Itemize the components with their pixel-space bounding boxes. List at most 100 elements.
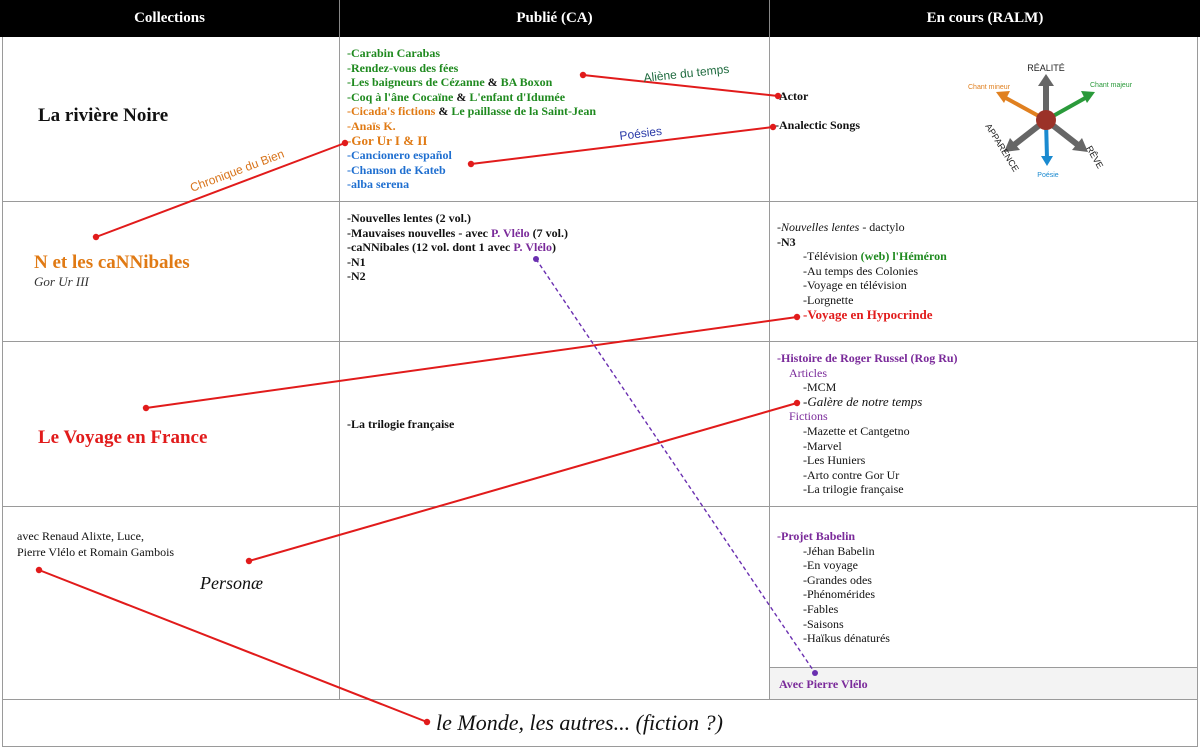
list-item: -Mazette et Cantgetno (803, 423, 910, 438)
text: (web) l'Héméron (860, 249, 947, 264)
list-item: -Rendez-vous des fées (347, 60, 459, 75)
list-item: -Anaïs K. (347, 118, 396, 133)
list-item: -Voyage en télévision (803, 278, 907, 293)
list-item: -Haïkus dénaturés (803, 631, 890, 646)
list-item: -caNNibales (12 vol. dont 1 avec P. Vlél… (347, 240, 568, 255)
list-item: -Mauvaises nouvelles - avec P. Vlélo (7 … (347, 226, 568, 241)
header-divider-1 (339, 0, 340, 37)
compass-diagram: RÉALITÉ Chant mineur Chant majeur APPARE… (968, 63, 1133, 179)
title: -Les baigneurs de Cézanne (347, 75, 485, 90)
connector-label-poesies: Poésies (619, 124, 663, 143)
list-item: -Fables (803, 601, 839, 616)
grid-line (339, 37, 340, 699)
list-item: Fictions (789, 409, 828, 424)
header-en-cours: En cours (RALM) (770, 0, 1200, 37)
list-item: -Lorgnette (803, 292, 854, 307)
en-cours-row3-list: -Histoire de Roger Russel (Rog Ru) Artic… (777, 351, 958, 497)
grid-line (1197, 37, 1198, 747)
en-cours-row2-list: -Nouvelles lentes - dactylo -N3 -Télévis… (777, 220, 947, 322)
text: - (777, 220, 781, 234)
compass-label-chant-majeur: Chant majeur (1090, 82, 1133, 89)
list-item: Articles (789, 365, 827, 380)
list-item: -Phénomérides (803, 587, 875, 602)
list-item: -Marvel (803, 438, 842, 453)
text: -caNNibales (12 vol. dont 1 avec (347, 240, 511, 255)
list-item: -alba serena (347, 177, 410, 192)
list-item: -Histoire de Roger Russel (Rog Ru) (777, 351, 958, 365)
list-item: -En voyage (803, 558, 858, 573)
list-item: -Grandes odes (803, 572, 872, 587)
list-item: -Les Huniers (803, 453, 866, 468)
connector-monde (35, 566, 431, 726)
compass-label-chant-mineur: Chant mineur (968, 84, 1011, 91)
grid-line (2, 201, 1198, 202)
compass-label-poesie: Poésie (1037, 172, 1059, 179)
list-item: -Coq à l'âne Cocaïne & L'enfant d'Idumée (347, 90, 596, 105)
connector-hypocrinde (142, 313, 801, 412)
header-divider-2 (769, 0, 770, 37)
connector-poesies (467, 123, 777, 168)
ampersand: & (487, 75, 498, 90)
personae-with-2: Pierre Vlélo et Romain Gambois (17, 545, 175, 559)
text: (7 vol.) (532, 225, 568, 240)
list-item: -Cicada's fictions & Le paillasse de la … (347, 104, 596, 119)
grid-line (2, 746, 1198, 747)
author: P. Vlélo (490, 225, 530, 240)
list-item: -Arto contre Gor Ur (803, 467, 900, 482)
grid-line (2, 506, 1198, 507)
publie-row1-list: -Carabin Carabas -Rendez-vous des fées -… (347, 46, 596, 192)
avec-pierre-cell-bg (770, 668, 1197, 699)
list-item: -Voyage en Hypocrinde (803, 306, 933, 322)
text: ) (552, 240, 556, 255)
ampersand: & (456, 89, 467, 104)
list-item: -N2 (347, 269, 366, 284)
title: L'enfant d'Idumée (469, 89, 566, 104)
list-item: -MCM (803, 380, 837, 395)
author: P. Vlélo (513, 240, 552, 255)
connector-vlelo (533, 256, 818, 676)
publie-row3-item: -La trilogie française (347, 417, 455, 431)
ampersand: & (438, 104, 449, 119)
list-item: -Gor Ur I & II (347, 132, 428, 148)
text: - dactylo (859, 220, 905, 234)
compass-label-realite: RÉALITÉ (1027, 63, 1065, 73)
list-item: -Projet Babelin (777, 529, 856, 543)
grid-line (2, 699, 1198, 700)
collection-voyage-france: Le Voyage en France (38, 427, 208, 448)
grid-line (770, 667, 1198, 668)
title: -Coq à l'âne Cocaïne (347, 89, 454, 104)
list-item: -Saisons (803, 616, 844, 631)
list-item: -Nouvelles lentes - dactylo (777, 220, 947, 235)
text: Nouvelles lentes (781, 220, 860, 234)
collection-cannibales: N et les caNNibales (34, 252, 190, 273)
title: Le paillasse de la Saint-Jean (451, 104, 597, 119)
list-item: -Nouvelles lentes (2 vol.) (347, 211, 471, 225)
collection-cannibales-sub: Gor Ur III (34, 274, 89, 289)
list-item: -Chanson de Kateb (347, 162, 446, 177)
connector-chronique (92, 139, 349, 241)
connector-label-aliene: Aliène du temps (643, 62, 730, 85)
list-item: -N1 (347, 254, 366, 269)
title: -Cicada's fictions (347, 104, 436, 119)
text: -Télévision (803, 249, 861, 264)
en-cours-row4-list: -Projet Babelin -Jéhan Babelin -En voyag… (777, 529, 890, 646)
header-publie: Publié (CA) (340, 0, 769, 37)
list-item: -N3 (777, 234, 796, 249)
collection-monde: le Monde, les autres... (fiction ?) (436, 710, 723, 735)
grid-line (2, 341, 1198, 342)
list-item: -Cancionero español (347, 148, 452, 163)
en-cours-actor: -Actor (775, 89, 809, 103)
list-item: -Les baigneurs de Cézanne & BA Boxon (347, 75, 596, 90)
list-item: -La trilogie française (803, 482, 904, 497)
compass-hub (1036, 110, 1056, 130)
text: -Mauvaises nouvelles - avec (347, 225, 488, 240)
publie-row2-list: -Nouvelles lentes (2 vol.) -Mauvaises no… (347, 211, 568, 284)
collection-personae: Personæ (200, 573, 263, 593)
list-item: -Galère de notre temps (803, 393, 923, 409)
en-cours-avec-pierre: Avec Pierre Vlélo (779, 677, 868, 691)
connector-galere (245, 399, 801, 565)
connector-aliene (579, 71, 782, 100)
list-item: -Carabin Carabas (347, 46, 441, 60)
grid-line (769, 37, 770, 699)
